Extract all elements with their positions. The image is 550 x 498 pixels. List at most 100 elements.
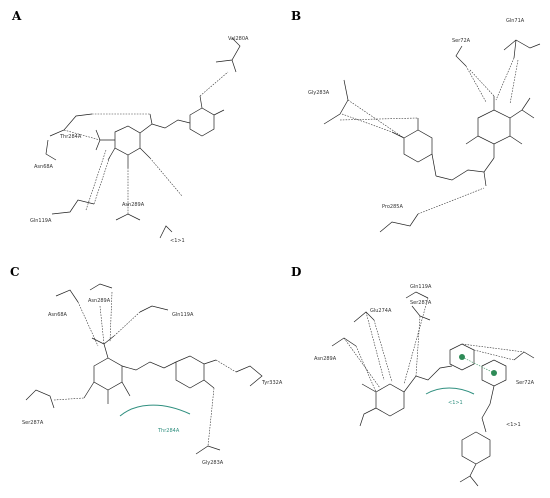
panel-c-hydroxyls — [83, 381, 131, 404]
residue-tyr332a-backbone — [235, 365, 263, 387]
panel-b-quinic-ring — [477, 109, 511, 145]
residue-asn289a-label: Asn289A — [314, 356, 337, 362]
residue-gln119a-label: Gln119A — [410, 284, 432, 290]
panel-a-hbond — [85, 149, 107, 211]
panel-d-carboxylate — [359, 383, 377, 427]
residue-gln119a-label: Gln119A — [30, 218, 52, 224]
panel-c-letter: C — [10, 265, 20, 279]
residue-asn289a-sidechain — [115, 213, 141, 221]
panel-c-hbond — [113, 311, 141, 337]
panel-b-carboxylate — [493, 96, 535, 119]
residue-gln119a-label: Gln119A — [172, 312, 194, 318]
panel-c-hbond — [215, 359, 237, 373]
residue-asn68a-sidechain — [55, 289, 79, 303]
panel-a-hbond — [199, 71, 229, 97]
residue-glu274a-label: Glu274A — [370, 308, 392, 314]
pi-stacking-line — [461, 356, 495, 374]
residue-ser287a-label: Ser287A — [410, 300, 432, 306]
panel-c-hbond — [207, 387, 215, 447]
panel-a-hbond — [93, 155, 111, 205]
panel-c-hbond — [77, 301, 99, 347]
residue-gly283a-label: Gly283A — [202, 460, 224, 466]
residue-gln71a-backbone — [503, 39, 541, 59]
panel-b-ring-bonds — [391, 118, 437, 177]
residue-ser287a-backbone — [411, 305, 431, 321]
residue-gly283a-backbone — [323, 79, 349, 125]
residue-ser72a-sidechain — [455, 45, 467, 67]
residue-gln119a-sidechain — [51, 199, 95, 215]
panel-d-quinic-ring — [375, 383, 405, 417]
panel-b-letter: B — [291, 9, 301, 23]
panel-d: D Gln119A Ser287A Glu274A Asn289A Ser72A… — [291, 265, 535, 487]
panel-b-hbond — [469, 69, 495, 97]
panel-a-catechol-ring — [189, 107, 215, 137]
residue-asn289a-sidechain — [89, 283, 113, 291]
panel-a-quinic-ring — [114, 125, 141, 156]
residue-gln71a-label: Gln71A — [506, 18, 525, 24]
panel-b-hbond — [339, 117, 419, 121]
panel-d-hbond — [473, 349, 515, 361]
panel-a-ligand-fragment — [159, 225, 173, 239]
panel-b: B Ser72A Gln71A Gly283A Pro285A — [291, 9, 541, 233]
panel-b-hbond — [495, 57, 515, 101]
panel-d-letter: D — [291, 265, 301, 279]
residue-asn68a-label: Asn68A — [34, 164, 54, 170]
panel-c-carboxylate — [91, 335, 115, 359]
panel-b-catechol-ring — [403, 129, 433, 163]
panel-c: C Asn68A Asn289A Gln119A Tyr332A Ser287A… — [10, 265, 283, 466]
residue-ser287a-label: Ser287A — [22, 420, 44, 426]
panel-c-hbond — [99, 305, 105, 345]
residue-ser72a-label: Ser72A — [516, 380, 535, 386]
panel-a-hydroxyl-bonds — [199, 95, 225, 116]
panel-a-carboxylate — [95, 129, 115, 151]
panel-a-hbond — [149, 157, 183, 197]
panel-d-hbond — [461, 343, 525, 353]
panel-d-ligand-tag-2: <1>1 — [506, 422, 521, 428]
residue-asn68a-sidechain — [45, 139, 57, 161]
residue-pro285a-backbone — [379, 213, 419, 233]
panel-a-hydroxyls — [107, 147, 151, 168]
residue-thr284a-backbone — [49, 113, 93, 137]
residue-gln119a-sidechain — [139, 305, 169, 313]
panel-a-hbond — [63, 129, 101, 141]
panel-c-hydroxyl-bonds — [203, 359, 217, 389]
panel-c-quinic-ring — [93, 357, 123, 391]
panel-d-hbond — [373, 319, 393, 383]
panel-b-hydroxyls — [465, 135, 523, 158]
residue-asn289a-sidechain — [331, 337, 357, 347]
residue-ser287a-backbone — [25, 389, 55, 409]
panel-a-ligand-tag: <1>1 — [170, 238, 185, 244]
hydrophobic-contact-arc — [119, 404, 191, 417]
panel-b-linker — [435, 157, 495, 181]
panel-b-hbond — [465, 65, 487, 103]
residue-asn68a-label: Asn68A — [48, 312, 68, 318]
panel-d-ligand-tag-1: <1>1 — [448, 400, 463, 406]
panel-b-hbond — [341, 113, 393, 133]
residue-ser72a-sidechain — [513, 351, 535, 361]
residue-val280a-label: Val280A — [228, 36, 249, 42]
hydrophobic-contact-arc — [425, 387, 475, 395]
panel-c-linker — [121, 361, 177, 371]
panel-d-second-linker — [481, 385, 495, 433]
panel-c-catechol-ring — [175, 355, 205, 389]
residue-gln119a-sidechain — [405, 291, 429, 299]
panel-d-hbond — [403, 297, 429, 385]
panel-b-hbond — [509, 59, 519, 105]
residue-thr284a-label: Thr284A — [59, 134, 82, 140]
panel-b-carbonyl-bond — [483, 171, 487, 187]
panel-d-hbond — [365, 311, 385, 381]
residue-asn289a-label: Asn289A — [88, 298, 111, 304]
panel-d-hbond — [415, 315, 421, 377]
panel-d-catechol-ring-2 — [481, 359, 507, 387]
residue-thr284a-label: Thr284A — [157, 428, 180, 434]
residue-gly283a-backbone — [195, 445, 221, 455]
panel-c-hbond — [53, 397, 85, 401]
panel-a-carbonyl-bond — [149, 113, 153, 125]
panel-b-hbond — [347, 99, 405, 139]
residue-tyr332a-label: Tyr332A — [261, 380, 283, 386]
panel-c-hbond — [109, 291, 113, 343]
panel-a-letter: A — [11, 9, 22, 23]
residue-val280a-backbone — [215, 37, 241, 73]
residue-gly283a-label: Gly283A — [308, 90, 330, 96]
